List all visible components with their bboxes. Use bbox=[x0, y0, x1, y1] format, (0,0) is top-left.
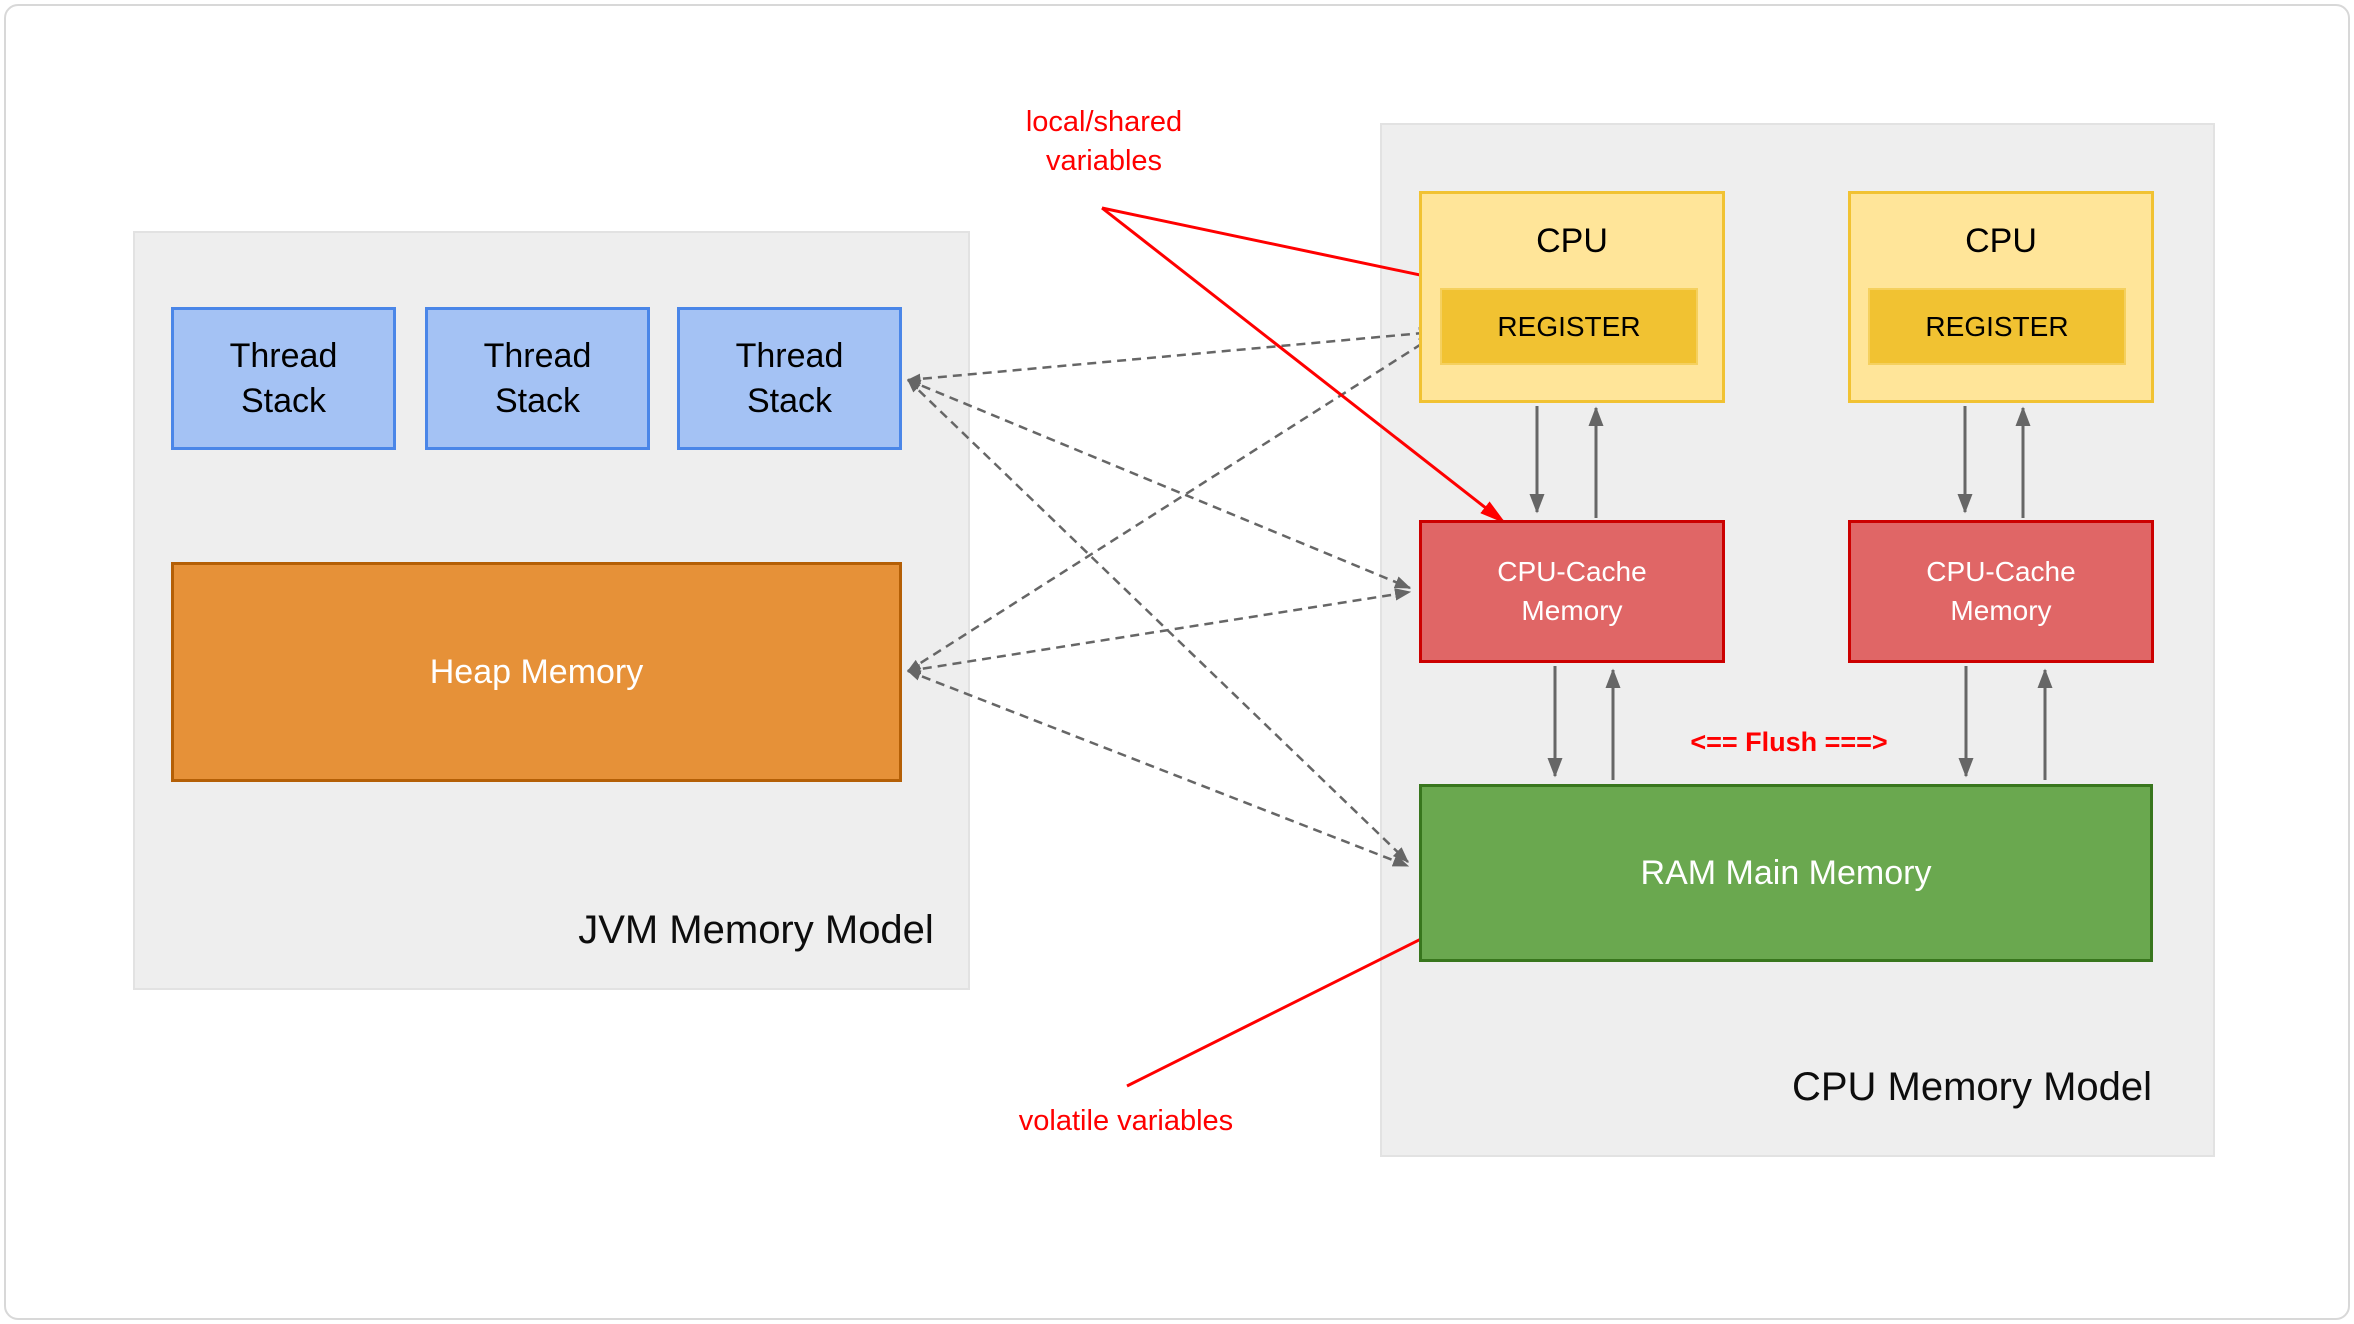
cpu-cache-box-1: CPU-Cache Memory bbox=[1419, 520, 1725, 663]
flush-annotation: <== Flush ===> bbox=[1690, 727, 1888, 757]
thread-stack-label: Thread Stack bbox=[735, 336, 844, 420]
cpu-cache-label: CPU-Cache Memory bbox=[1926, 556, 2076, 626]
canvas-border bbox=[4, 4, 2350, 1320]
cpu-cache-box-2: CPU-Cache Memory bbox=[1848, 520, 2154, 663]
local-shared-variables-annotation: local/shared variables bbox=[1025, 106, 1183, 177]
jvm-model-title: JVM Memory Model bbox=[578, 908, 934, 952]
thread-stack-box-3: Thread Stack bbox=[677, 307, 902, 450]
cpu-cache-label: CPU-Cache Memory bbox=[1497, 556, 1647, 626]
thread-stack-box-1: Thread Stack bbox=[171, 307, 396, 450]
register-label: REGISTER bbox=[1925, 310, 2069, 342]
thread-stack-label: Thread Stack bbox=[229, 336, 338, 420]
ram-main-memory-box: RAM Main Memory bbox=[1419, 784, 2153, 962]
heap-memory-box: Heap Memory bbox=[171, 562, 902, 782]
register-box-2: REGISTER bbox=[1868, 288, 2126, 365]
cpu-label: CPU bbox=[1536, 222, 1608, 260]
cpu-model-title: CPU Memory Model bbox=[1791, 1065, 2153, 1109]
cpu-label: CPU bbox=[1965, 222, 2037, 260]
ram-main-memory-label: RAM Main Memory bbox=[1640, 853, 1932, 892]
thread-stack-box-2: Thread Stack bbox=[425, 307, 650, 450]
heap-memory-label: Heap Memory bbox=[429, 652, 644, 691]
register-label: REGISTER bbox=[1497, 310, 1641, 342]
register-box-1: REGISTER bbox=[1440, 288, 1698, 365]
volatile-variables-annotation: volatile variables bbox=[1018, 1105, 1234, 1137]
thread-stack-label: Thread Stack bbox=[483, 336, 592, 420]
